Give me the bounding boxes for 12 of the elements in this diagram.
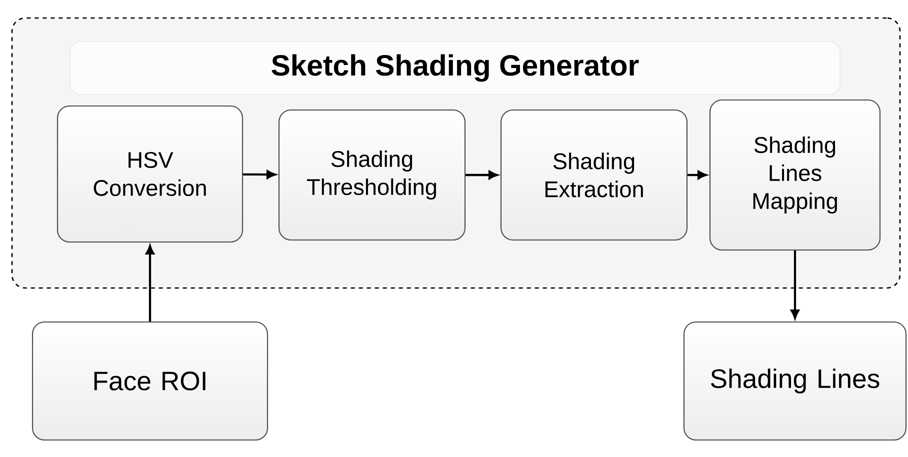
process-box: HSV Conversion [56, 105, 244, 243]
arrow [790, 250, 800, 319]
arrow [466, 170, 498, 180]
title-banner: Sketch Shading Generator [70, 41, 840, 95]
arrow [146, 245, 154, 322]
arrow [243, 170, 276, 179]
process-box: Shading Lines Mapping [709, 99, 881, 251]
arrow [688, 170, 707, 180]
process-box: Shading Extraction [500, 109, 688, 241]
process-box: Face ROI [32, 321, 268, 441]
process-box: Shading Lines [683, 321, 907, 441]
process-box: Shading Thresholding [278, 109, 466, 241]
